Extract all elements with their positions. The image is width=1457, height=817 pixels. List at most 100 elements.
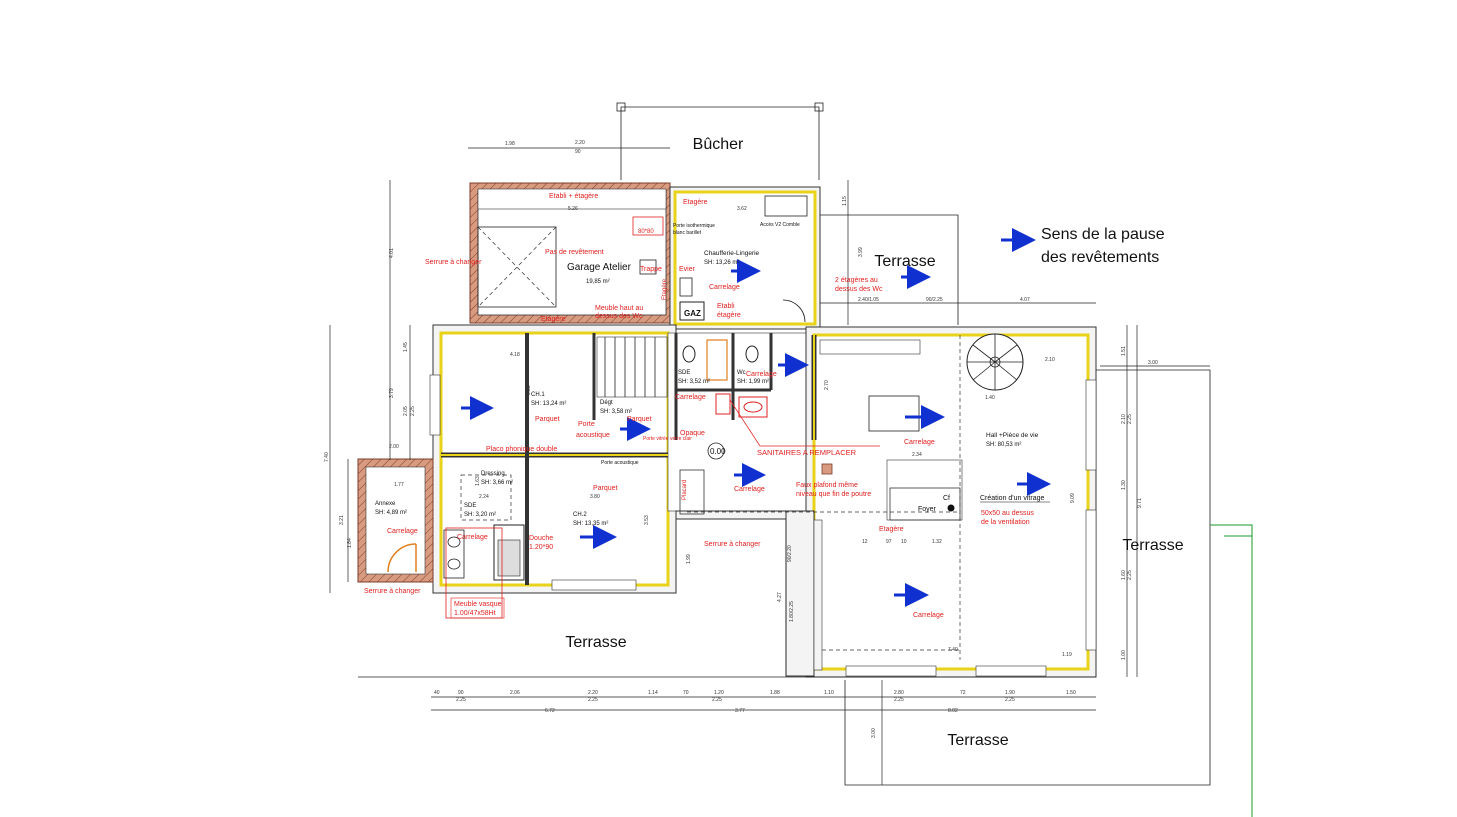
svg-text:40: 40 xyxy=(434,690,440,696)
svg-text:12: 12 xyxy=(862,539,868,545)
svg-text:19,85 m²: 19,85 m² xyxy=(586,279,610,285)
svg-text:5.26: 5.26 xyxy=(568,206,578,212)
svg-text:Parquet: Parquet xyxy=(627,416,652,423)
svg-text:SH: 3,66 m²: SH: 3,66 m² xyxy=(481,480,513,486)
svg-text:Etagère: Etagère xyxy=(541,316,566,323)
svg-text:3.77: 3.77 xyxy=(735,708,745,714)
garage-block xyxy=(469,182,671,324)
svg-text:2.24: 2.24 xyxy=(479,494,489,500)
svg-text:Foyer: Foyer xyxy=(918,506,937,513)
svg-text:3.00: 3.00 xyxy=(871,728,877,738)
svg-text:de la ventilation: de la ventilation xyxy=(981,519,1030,526)
svg-text:Serrure à changer: Serrure à changer xyxy=(364,588,421,595)
svg-text:SH: 13,35 m²: SH: 13,35 m² xyxy=(573,521,608,527)
annexe-block xyxy=(357,458,434,583)
svg-text:SH: 3,52 m²: SH: 3,52 m² xyxy=(678,379,710,385)
svg-text:2.40/1.05: 2.40/1.05 xyxy=(858,297,879,303)
tiling-direction-arrows xyxy=(461,259,1051,607)
svg-text:1.99: 1.99 xyxy=(686,554,692,564)
terrasse-top-label: Terrasse xyxy=(874,253,935,270)
svg-text:2.25: 2.25 xyxy=(1127,570,1133,580)
bucher-area: Bûcher xyxy=(616,102,824,180)
annotations: Etabli + étagère Etagère 80*80 Porte iso… xyxy=(364,193,1034,619)
svg-text:Carrelage: Carrelage xyxy=(734,486,765,493)
svg-text:Wc: Wc xyxy=(737,370,746,376)
svg-text:Faux plafond même: Faux plafond même xyxy=(796,482,858,489)
svg-text:Carrelage: Carrelage xyxy=(675,394,706,401)
svg-text:2.25: 2.25 xyxy=(1005,697,1015,703)
svg-text:97: 97 xyxy=(886,539,892,545)
svg-text:2.00: 2.00 xyxy=(389,444,399,450)
svg-text:2.20: 2.20 xyxy=(588,690,598,696)
main-house xyxy=(429,324,1097,678)
svg-text:SANITAIRES A REMPLACER: SANITAIRES A REMPLACER xyxy=(757,448,857,457)
svg-text:Parquet: Parquet xyxy=(593,485,618,492)
svg-text:SH: 4,89 m²: SH: 4,89 m² xyxy=(375,510,407,516)
dimension-lines xyxy=(329,180,1210,785)
svg-text:4.07: 4.07 xyxy=(1020,297,1030,303)
svg-text:acoustique: acoustique xyxy=(576,432,610,439)
svg-text:Placo phonique double: Placo phonique double xyxy=(486,446,557,453)
legend-line1: Sens de la pause xyxy=(1041,226,1165,243)
svg-text:1.20*90: 1.20*90 xyxy=(529,544,553,551)
svg-text:3.22: 3.22 xyxy=(526,385,532,395)
svg-text:Carrelage: Carrelage xyxy=(904,439,935,446)
svg-text:1.19: 1.19 xyxy=(1062,652,1072,658)
svg-text:SH: 80,53 m²: SH: 80,53 m² xyxy=(986,442,1021,448)
svg-text:Cf: Cf xyxy=(943,495,950,502)
legend-line2: des revêtements xyxy=(1041,249,1159,266)
svg-text:SH: 3,20 m²: SH: 3,20 m² xyxy=(464,512,496,518)
svg-text:SH: 1,99 m²: SH: 1,99 m² xyxy=(737,379,769,385)
svg-text:Annexe: Annexe xyxy=(375,501,396,507)
svg-text:1.45: 1.45 xyxy=(403,342,409,352)
svg-text:Porte vitrée verre clair: Porte vitrée verre clair xyxy=(643,436,692,442)
svg-text:Carrelage: Carrelage xyxy=(457,534,488,541)
svg-text:1.80/2.25: 1.80/2.25 xyxy=(789,601,795,622)
svg-text:Serrure à changer: Serrure à changer xyxy=(425,259,482,266)
svg-text:2.25: 2.25 xyxy=(712,697,722,703)
terrasse-bottom-left-label: Terrasse xyxy=(565,634,626,651)
svg-text:2.20: 2.20 xyxy=(575,140,585,146)
svg-text:1.40: 1.40 xyxy=(985,395,995,401)
svg-text:9.71: 9.71 xyxy=(1137,498,1143,508)
svg-text:SDE: SDE xyxy=(464,503,476,509)
svg-text:2.25: 2.25 xyxy=(410,406,416,416)
svg-text:Accès V2 Comble: Accès V2 Comble xyxy=(760,222,800,228)
svg-text:Meuble haut au: Meuble haut au xyxy=(595,305,643,312)
svg-text:2.06: 2.06 xyxy=(510,690,520,696)
svg-text:Dégt: Dégt xyxy=(600,400,613,406)
svg-text:Garage Atelier: Garage Atelier xyxy=(567,262,632,273)
svg-text:2.80: 2.80 xyxy=(894,690,904,696)
svg-text:Porte isothermique: Porte isothermique xyxy=(673,223,715,229)
svg-text:CH.2: CH.2 xyxy=(573,512,587,518)
svg-text:blanc barillet: blanc barillet xyxy=(673,230,702,236)
svg-text:2 étagères au: 2 étagères au xyxy=(835,277,878,284)
svg-text:Etabli: Etabli xyxy=(717,303,735,310)
svg-text:7.40: 7.40 xyxy=(948,647,958,653)
svg-text:2.70: 2.70 xyxy=(824,380,830,390)
svg-text:SH: 13,24 m²: SH: 13,24 m² xyxy=(531,401,566,407)
terrasse-right-label: Terrasse xyxy=(1122,537,1183,554)
svg-text:50x50 au dessus: 50x50 au dessus xyxy=(981,510,1034,517)
svg-text:3.99: 3.99 xyxy=(858,247,864,257)
legend: Sens de la pause des revêtements xyxy=(1001,226,1165,266)
svg-text:4.18: 4.18 xyxy=(510,352,520,358)
terrasse-bottom-label: Terrasse xyxy=(947,732,1008,749)
svg-text:Carrelage: Carrelage xyxy=(387,528,418,535)
svg-text:1.77: 1.77 xyxy=(394,482,404,488)
svg-text:Création d'un vitrage: Création d'un vitrage xyxy=(980,495,1044,502)
svg-text:2.25: 2.25 xyxy=(894,697,904,703)
svg-text:Etabli + étagère: Etabli + étagère xyxy=(549,193,598,200)
svg-text:1.00/47x58Ht: 1.00/47x58Ht xyxy=(454,610,496,617)
svg-text:1.88: 1.88 xyxy=(770,690,780,696)
svg-text:0.00: 0.00 xyxy=(710,447,726,456)
svg-text:1.90: 1.90 xyxy=(1005,690,1015,696)
room-labels: Garage Atelier 19,85 m² Chaufferie-Linge… xyxy=(375,250,1050,527)
svg-text:1.32: 1.32 xyxy=(932,539,942,545)
svg-text:Carrelage: Carrelage xyxy=(746,371,777,378)
svg-text:Carrelage: Carrelage xyxy=(913,612,944,619)
svg-text:SDE: SDE xyxy=(678,370,690,376)
terrasse-outlines xyxy=(358,214,1253,817)
svg-text:Porte acoustique: Porte acoustique xyxy=(601,460,639,466)
